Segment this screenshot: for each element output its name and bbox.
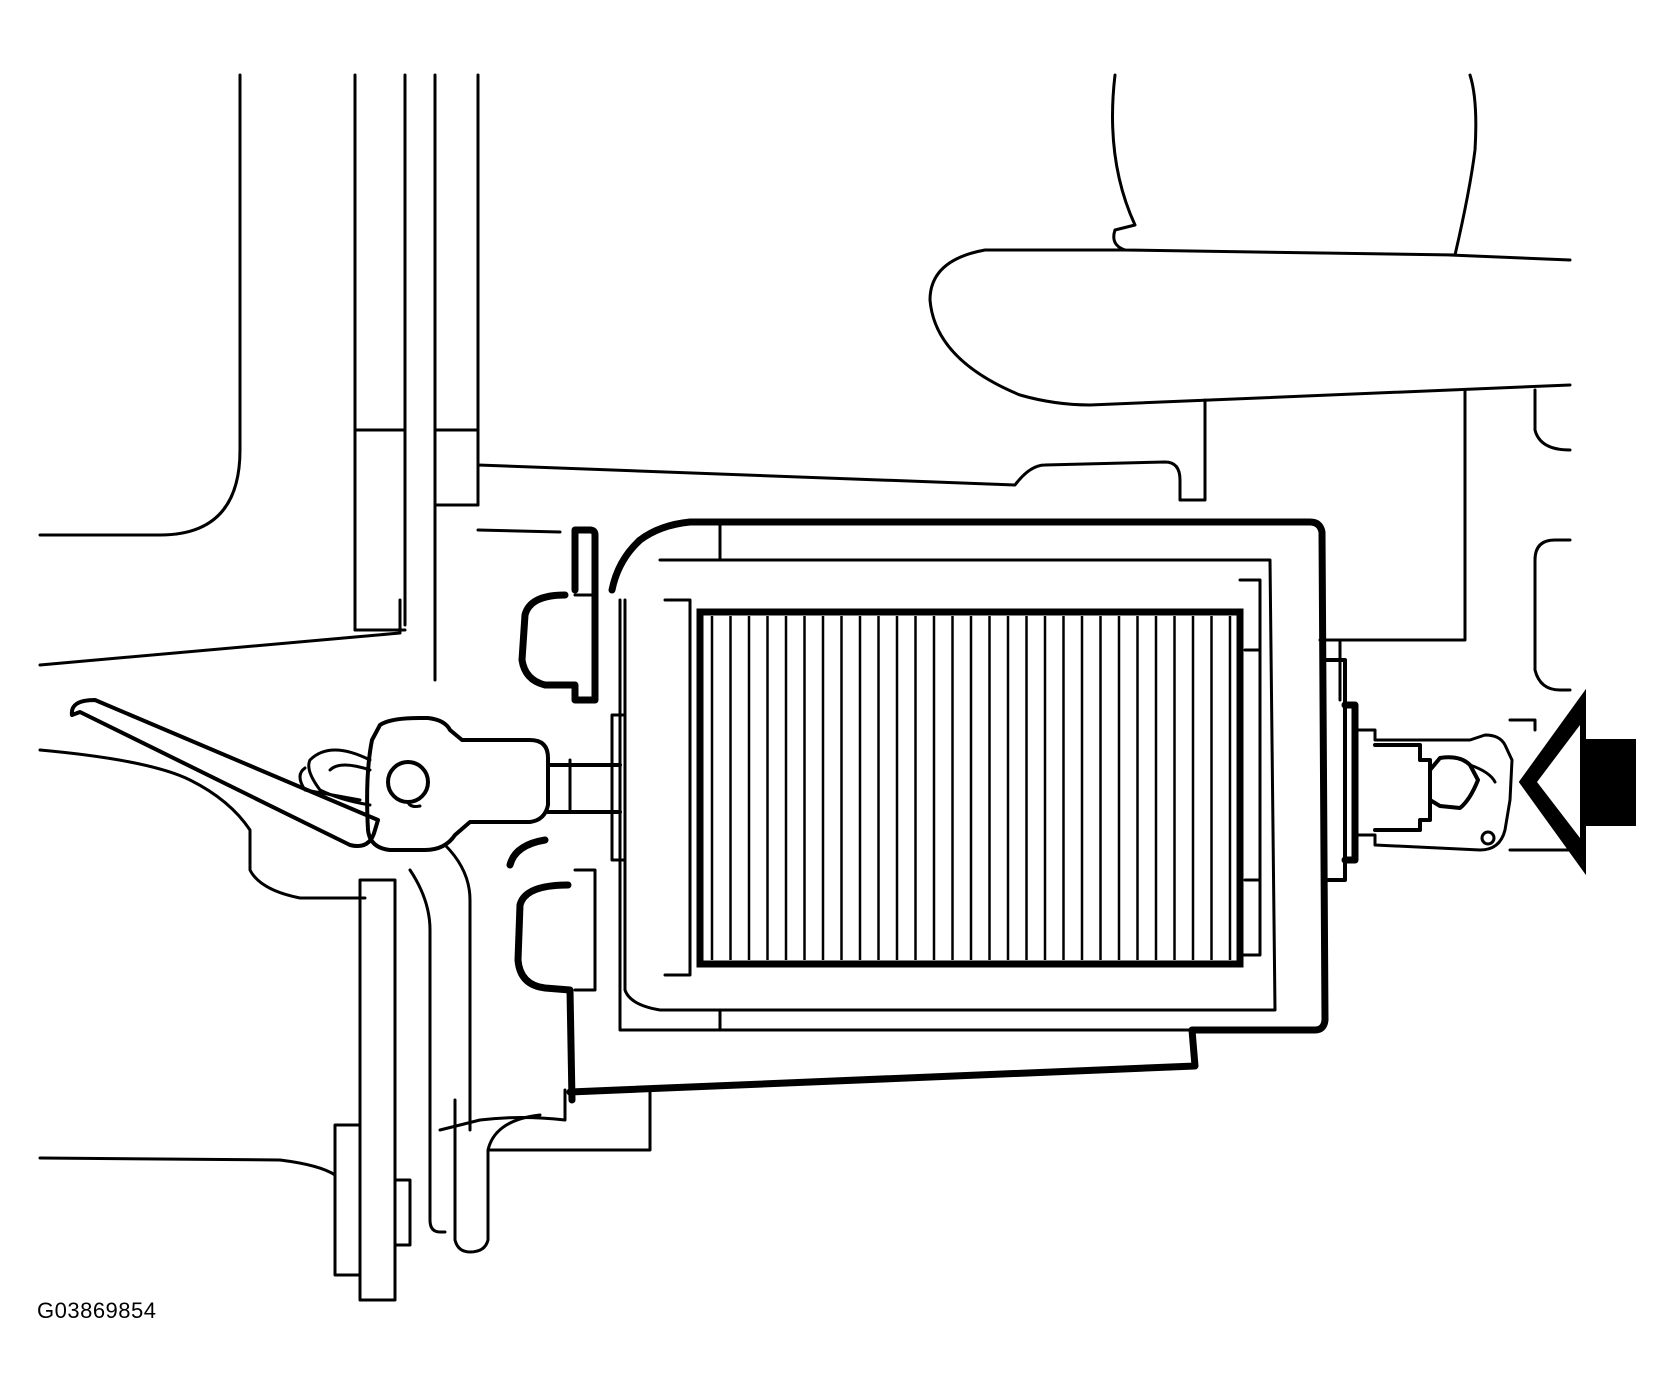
shaft-coupler	[307, 716, 550, 852]
motor-end-bell	[1323, 658, 1514, 882]
armature-core	[696, 608, 1244, 968]
armature-fins	[710, 616, 1232, 960]
arrow-left-icon	[1518, 688, 1636, 876]
housing-outline	[38, 73, 1572, 1302]
figure-id-label: G03869854	[37, 1298, 157, 1323]
motor-housing	[566, 518, 1329, 1096]
motor-mount-ears	[506, 526, 599, 1104]
motor-shaft-left	[546, 758, 622, 814]
lever-arm	[69, 698, 380, 848]
